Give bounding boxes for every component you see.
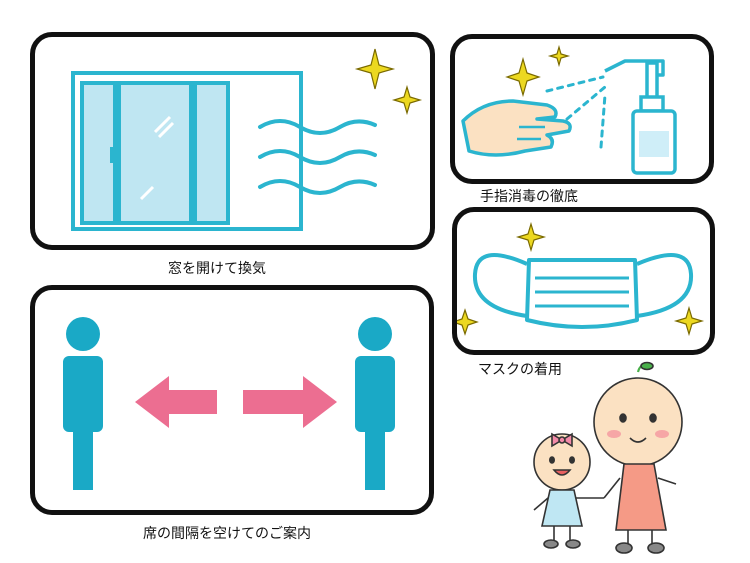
hand-disinfection-illustration — [461, 44, 677, 175]
arrow-right-icon — [243, 376, 337, 428]
distancing-illustration — [63, 317, 395, 490]
arrow-left-icon — [135, 376, 217, 428]
person-icon — [63, 317, 103, 490]
mask-panel — [452, 207, 715, 355]
spray-mist-icon — [545, 75, 607, 149]
person-icon — [355, 317, 395, 490]
mask-caption: マスクの着用 — [478, 362, 562, 378]
ventilation-caption: 窓を開けて換気 — [168, 261, 266, 277]
mask-icon — [472, 253, 694, 329]
sparkle-icon — [457, 221, 705, 337]
ventilation-illustration — [71, 48, 423, 231]
ventilation-panel — [30, 32, 435, 250]
sparkle-icon — [354, 48, 423, 116]
hand-icon — [461, 99, 572, 157]
child-figure — [533, 432, 604, 549]
hand-disinfection-panel — [450, 34, 714, 184]
distancing-caption: 席の間隔を空けてのご案内 — [143, 526, 311, 542]
mask-illustration — [457, 221, 705, 337]
children-illustration — [533, 361, 683, 554]
wind-icon — [258, 119, 377, 195]
distancing-panel — [30, 285, 434, 515]
hand-disinfection-caption: 手指消毒の徹底 — [480, 189, 578, 205]
window-icon — [71, 71, 303, 231]
girl-figure — [593, 361, 683, 554]
sparkle-icon — [505, 44, 571, 98]
spray-bottle-icon — [604, 59, 677, 175]
